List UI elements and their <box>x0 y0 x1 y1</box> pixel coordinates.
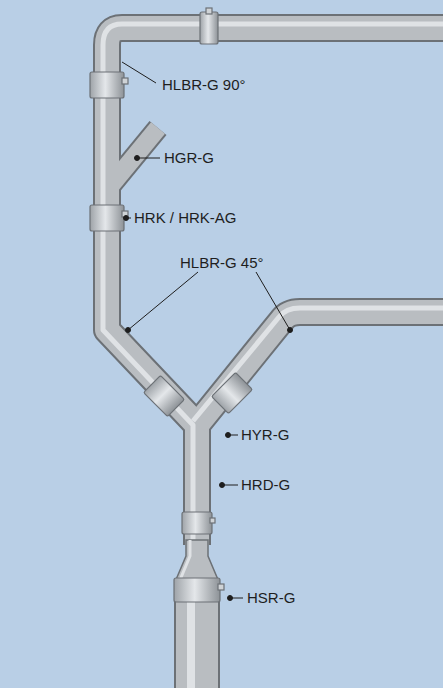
clamps <box>90 8 253 602</box>
pipes <box>103 24 443 688</box>
part-label: HSR-G <box>247 589 295 607</box>
leader-lines <box>122 62 293 601</box>
part-label: HLBR-G 45° <box>180 254 264 272</box>
part-label: HLBR-G 90° <box>162 76 246 94</box>
reducer <box>175 540 219 582</box>
part-label: HYR-G <box>241 426 289 444</box>
part-label: HGR-G <box>164 149 214 167</box>
part-label: HRD-G <box>241 476 290 494</box>
part-label: HRK / HRK-AG <box>134 209 237 227</box>
